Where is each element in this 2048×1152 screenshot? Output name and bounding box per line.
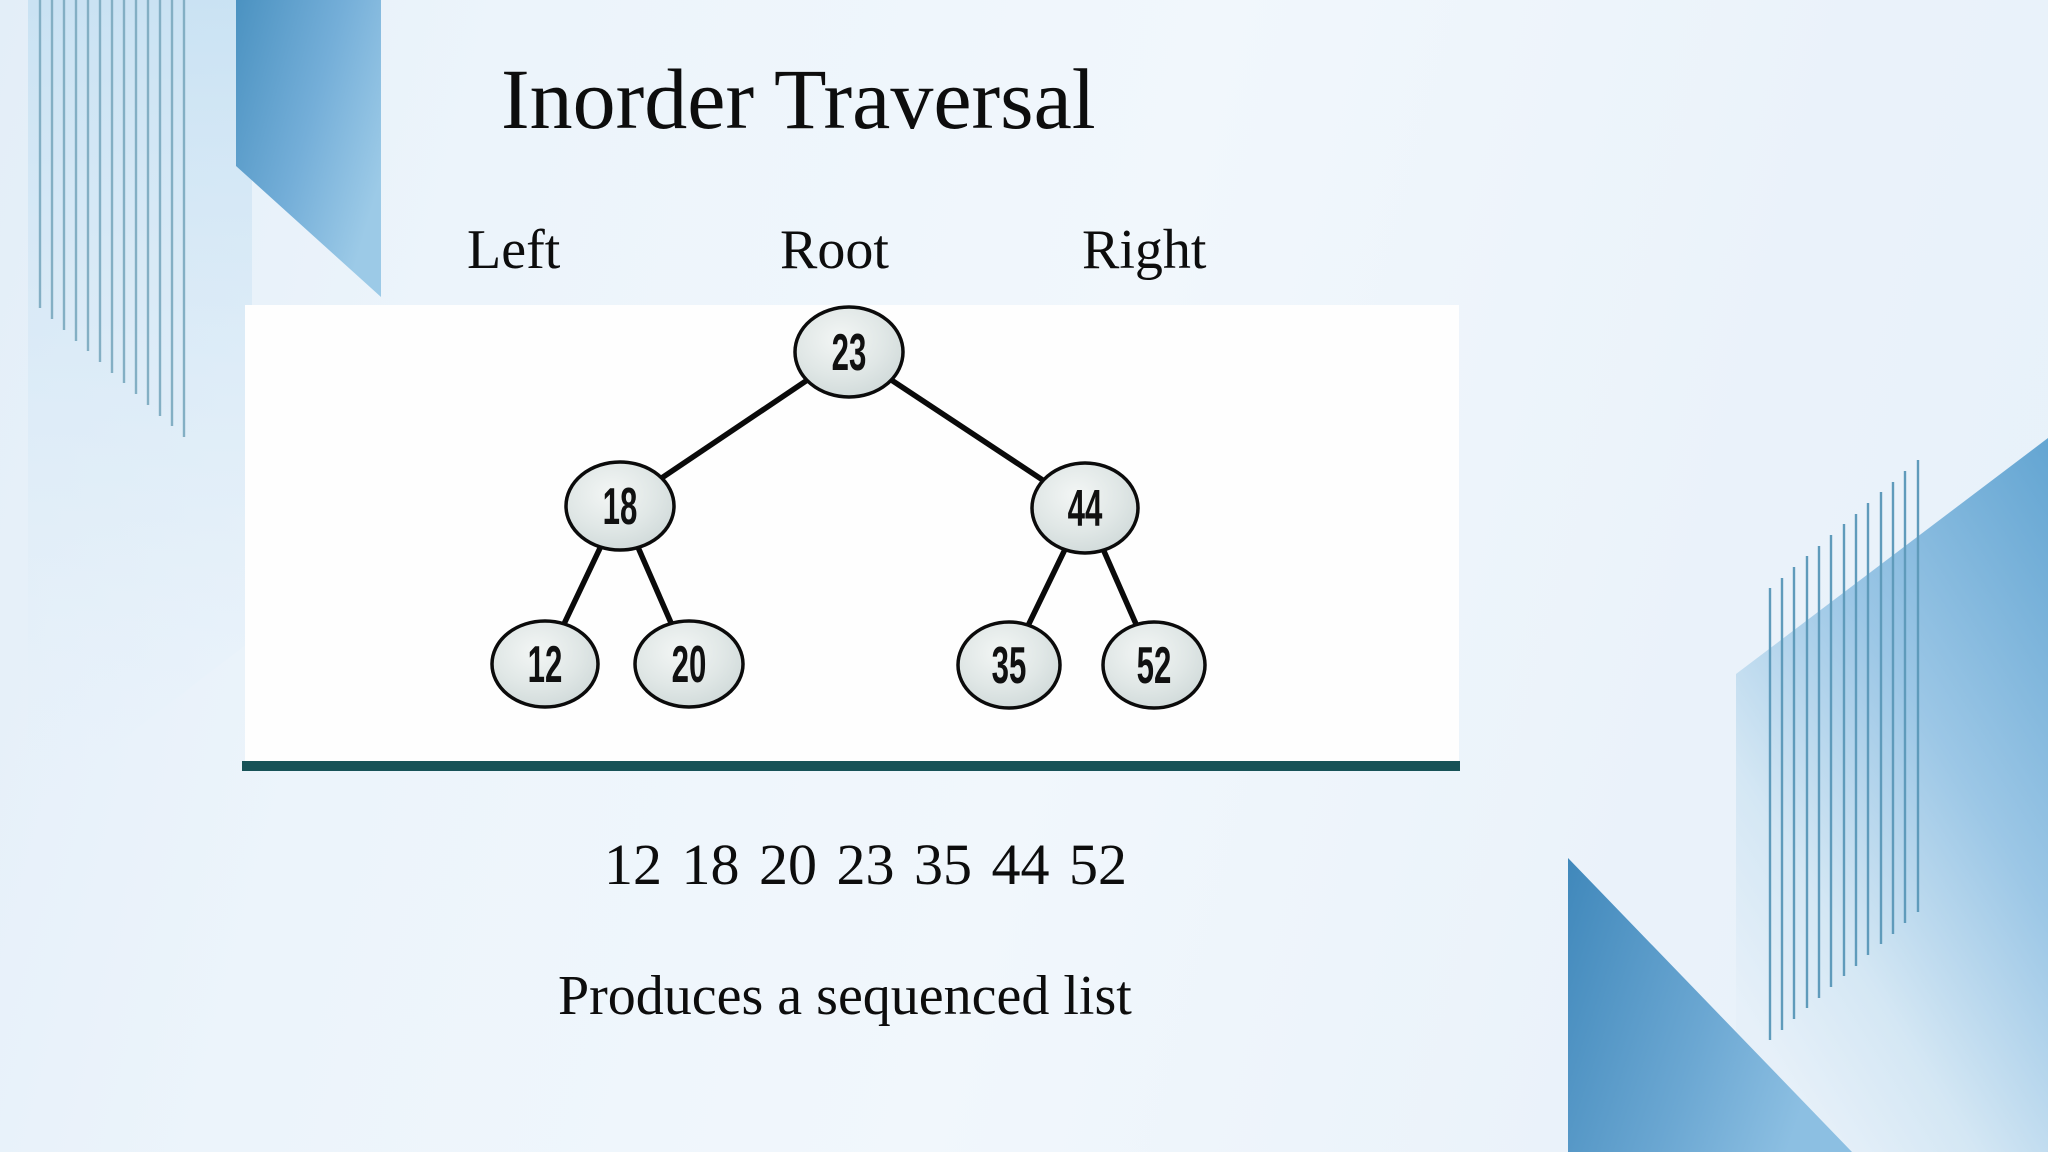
tree-node-root: 23: [793, 305, 905, 399]
tree-node-value: 44: [1068, 480, 1103, 538]
tree-node-left-left: 12: [490, 619, 600, 709]
tree-node-value: 20: [672, 636, 707, 694]
page-title: Inorder Traversal: [501, 51, 1096, 147]
caption: Produces a sequenced list: [558, 965, 1132, 1027]
label-left: Left: [467, 219, 561, 281]
tree-node-right-right: 52: [1101, 620, 1207, 710]
tree-node-left-right: 20: [633, 619, 745, 709]
tree-node-value: 23: [832, 324, 867, 382]
tree-node-right-left: 35: [956, 620, 1062, 710]
tree-node-right: 44: [1030, 461, 1140, 555]
right-stripes-decoration: [1768, 460, 1920, 1040]
teal-rule: [242, 761, 1460, 771]
bottom-right-fold-decoration: [1568, 858, 1852, 1152]
tree-node-value: 35: [992, 637, 1027, 695]
left-stripes-decoration: [28, 0, 252, 812]
tree-node-value: 12: [528, 636, 563, 694]
tree-node-value: 18: [603, 478, 638, 536]
tree-node-value: 52: [1137, 637, 1172, 695]
label-right: Right: [1082, 219, 1207, 281]
inorder-result-sequence: 12 18 20 23 35 44 52: [604, 832, 1127, 897]
left-fold-decoration: [236, 0, 381, 297]
label-root: Root: [780, 219, 889, 281]
tree-node-left: 18: [564, 460, 676, 552]
